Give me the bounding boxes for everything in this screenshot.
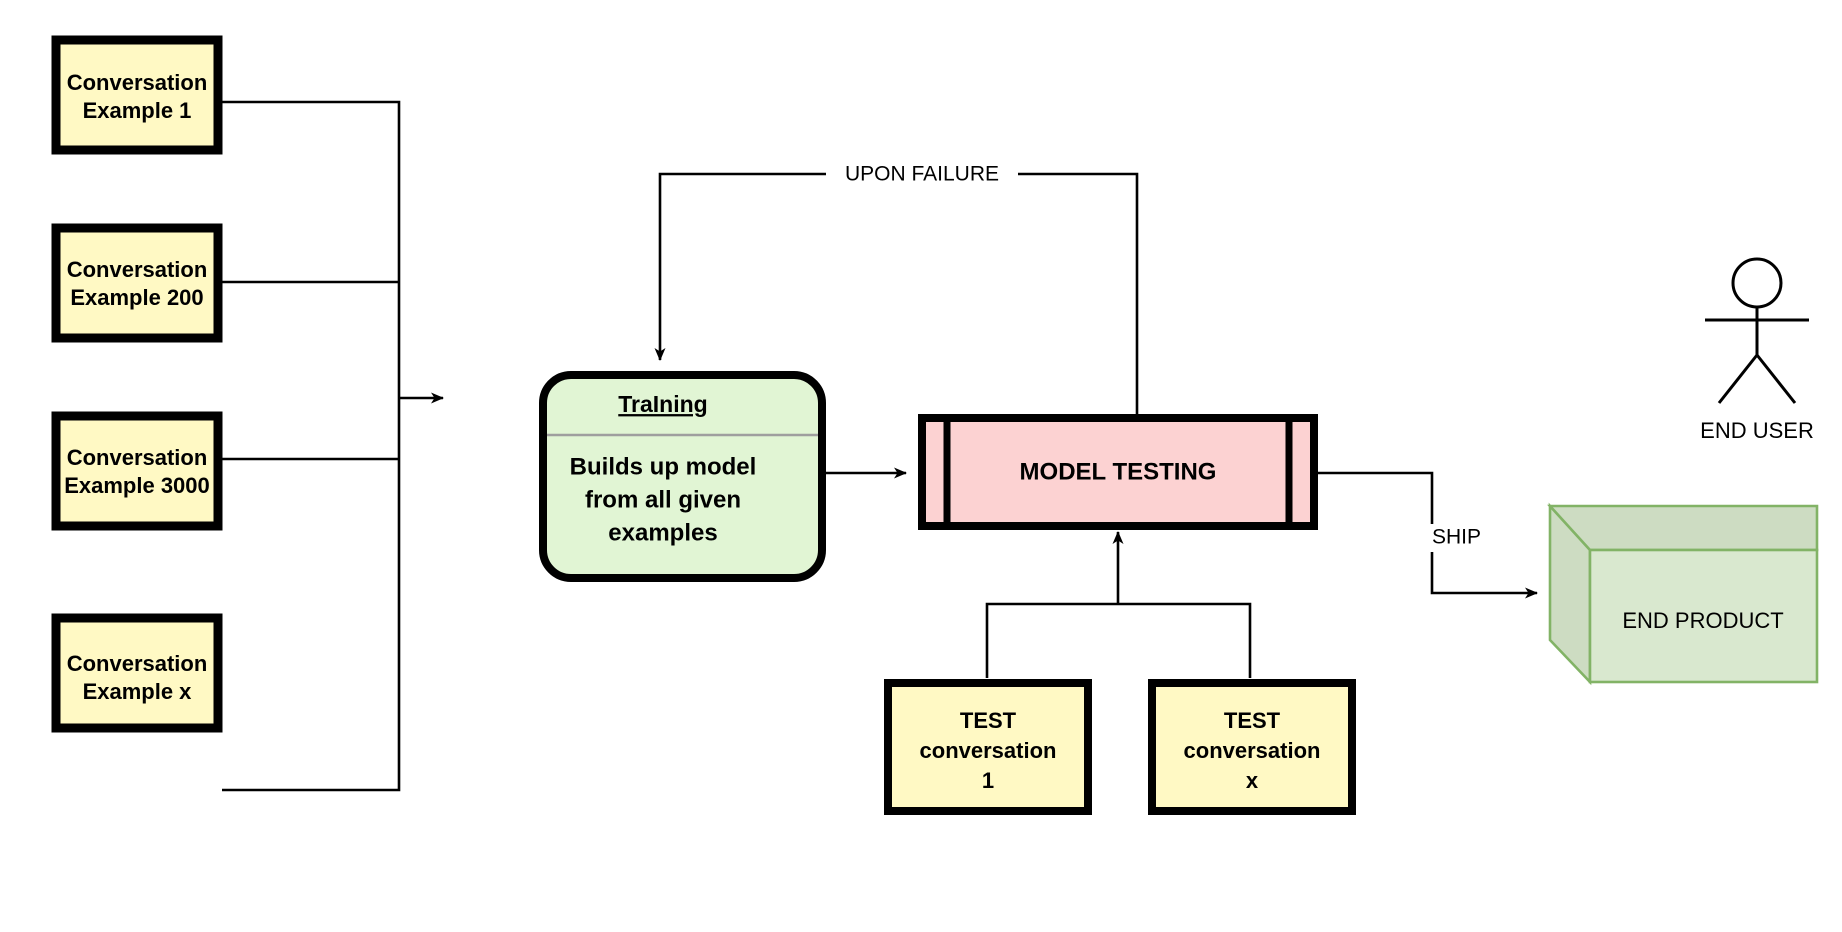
conv-x-label-line1: Conversation [67,651,208,676]
test-conversation-x[interactable]: TEST conversation x [1148,679,1356,815]
conv-200-label-line1: Conversation [67,257,208,282]
conv-200-label-line2: Example 200 [70,285,203,310]
end-user-actor[interactable]: END USER [1700,257,1814,443]
end-product-node[interactable]: END PRODUCT [1547,502,1819,686]
training-body-line1: Builds up model [570,453,757,480]
upon-failure-label: UPON FAILURE [845,163,999,186]
conv-1-label-line2: Example 1 [83,98,192,123]
training-body-line2: from all given [585,486,741,513]
test-conv-x-line1: TEST [1224,708,1281,733]
test-conv-x-line3: x [1246,768,1259,793]
conversation-example-1[interactable]: Conversation Example 1 [51,35,223,155]
training-body-line3: examples [608,519,717,546]
conv-x-label-line2: Example x [83,679,193,704]
conversation-example-x[interactable]: Conversation Example x [51,613,223,733]
test-conversation-1[interactable]: TEST conversation 1 [884,679,1092,815]
model-testing-node[interactable]: MODEL TESTING [918,414,1318,530]
training-title: TraIning [618,391,707,417]
conversation-example-200[interactable]: Conversation Example 200 [51,223,223,343]
ship-label: SHIP [1432,526,1481,549]
input-fanin-edges [222,100,444,792]
upon-failure-edge: UPON FAILURE [654,160,1139,414]
conv-3000-label-line1: Conversation [67,445,208,470]
actor-left-leg-icon [1717,354,1759,404]
conv-3000-label-line2: Example 3000 [64,473,210,498]
actor-right-leg-icon [1755,354,1797,404]
actor-head-icon [1731,257,1783,309]
end-product-label: END PRODUCT [1622,608,1783,633]
test-conv-1-line3: 1 [982,768,994,793]
test-conv-1-line2: conversation [920,738,1057,763]
conv-1-label-line1: Conversation [67,70,208,95]
end-user-label: END USER [1700,418,1814,443]
ship-edge: SHIP [1318,471,1538,599]
model-testing-label: MODEL TESTING [1020,458,1217,485]
test-cases-edges [985,531,1252,678]
test-conv-x-line2: conversation [1184,738,1321,763]
conversation-example-3000[interactable]: Conversation Example 3000 [51,411,223,531]
test-conv-1-line1: TEST [960,708,1017,733]
training-node[interactable]: TraIning Builds up model from all given … [539,371,826,582]
